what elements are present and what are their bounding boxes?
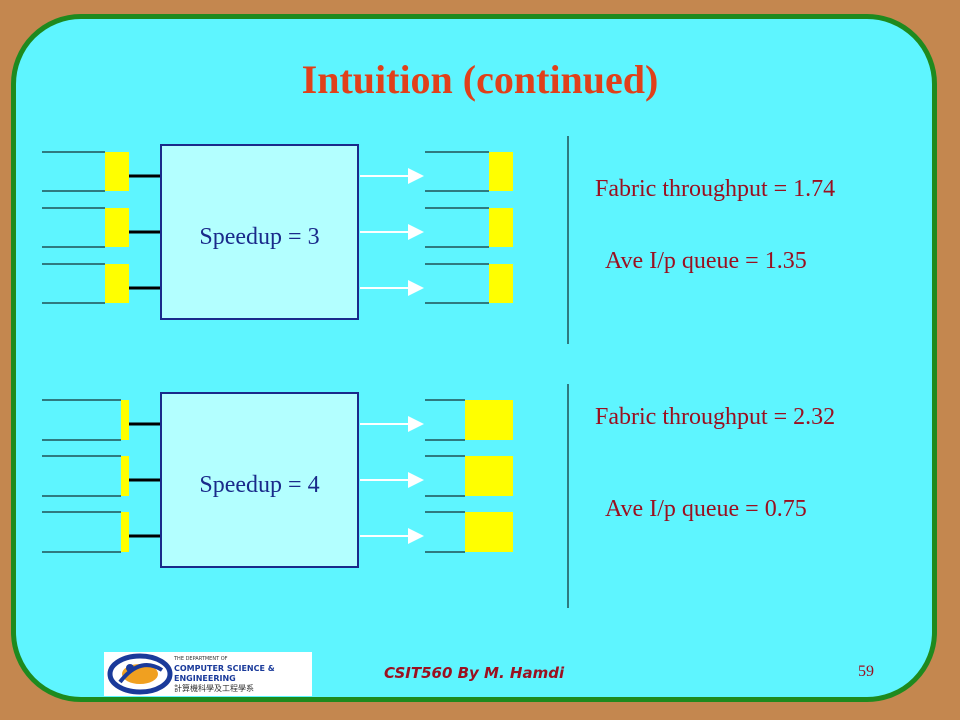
fabric-throughput-2: Fabric throughput = 2.32 xyxy=(595,404,836,430)
logo-line-3: ENGINEERING xyxy=(174,674,236,683)
panel-2-input-queues xyxy=(121,400,129,552)
output-queue xyxy=(489,264,513,303)
switch-fabric-2: Speedup = 4 xyxy=(160,392,359,568)
panel-2-diagram xyxy=(42,384,569,608)
input-queue xyxy=(121,400,129,440)
output-queue xyxy=(489,208,513,247)
ave-queue-1: Ave I/p queue = 1.35 xyxy=(605,248,807,274)
panel-1-input-queues xyxy=(105,152,129,303)
panel-1-input-rails xyxy=(42,151,105,304)
panel-1-input-connectors xyxy=(129,174,161,290)
input-queue xyxy=(121,456,129,496)
output-queue xyxy=(465,400,513,440)
panel-2-input-connectors xyxy=(129,422,161,538)
speedup-label-1: Speedup = 3 xyxy=(199,224,320,250)
panel-2-output-queues xyxy=(465,400,513,552)
output-queue xyxy=(465,456,513,496)
switch-fabric-1: Speedup = 3 xyxy=(160,144,359,320)
logo-line-1: THE DEPARTMENT OF xyxy=(174,656,228,662)
panel-1-output-arrows xyxy=(360,168,424,296)
logo-line-4: 計算機科學及工程學系 xyxy=(174,684,254,693)
fabric-throughput-1: Fabric throughput = 1.74 xyxy=(595,176,836,202)
input-queue xyxy=(105,208,129,247)
ave-queue-2: Ave I/p queue = 0.75 xyxy=(605,496,807,522)
input-queue xyxy=(105,264,129,303)
panel-2-output-arrows xyxy=(360,416,424,544)
input-queue xyxy=(105,152,129,191)
panel-1-diagram xyxy=(42,136,569,344)
input-queue xyxy=(121,512,129,552)
panel-2-output-rails xyxy=(425,399,465,553)
slide-title: Intuition (continued) xyxy=(301,57,659,102)
panel-1-output-queues xyxy=(489,152,513,303)
output-queue xyxy=(489,152,513,191)
panel-2-input-rails xyxy=(42,399,121,553)
speedup-label-2: Speedup = 4 xyxy=(199,472,320,498)
slide-background xyxy=(11,14,937,702)
output-queue xyxy=(465,512,513,552)
logo-line-2: COMPUTER SCIENCE & xyxy=(174,664,275,673)
cse-logo-icon xyxy=(107,653,173,695)
panel-1-output-rails xyxy=(425,151,489,304)
department-logo: THE DEPARTMENT OF COMPUTER SCIENCE & ENG… xyxy=(104,652,312,696)
page-number: 59 xyxy=(858,663,874,680)
footer-author: CSIT560 By M. Hamdi xyxy=(384,664,565,682)
